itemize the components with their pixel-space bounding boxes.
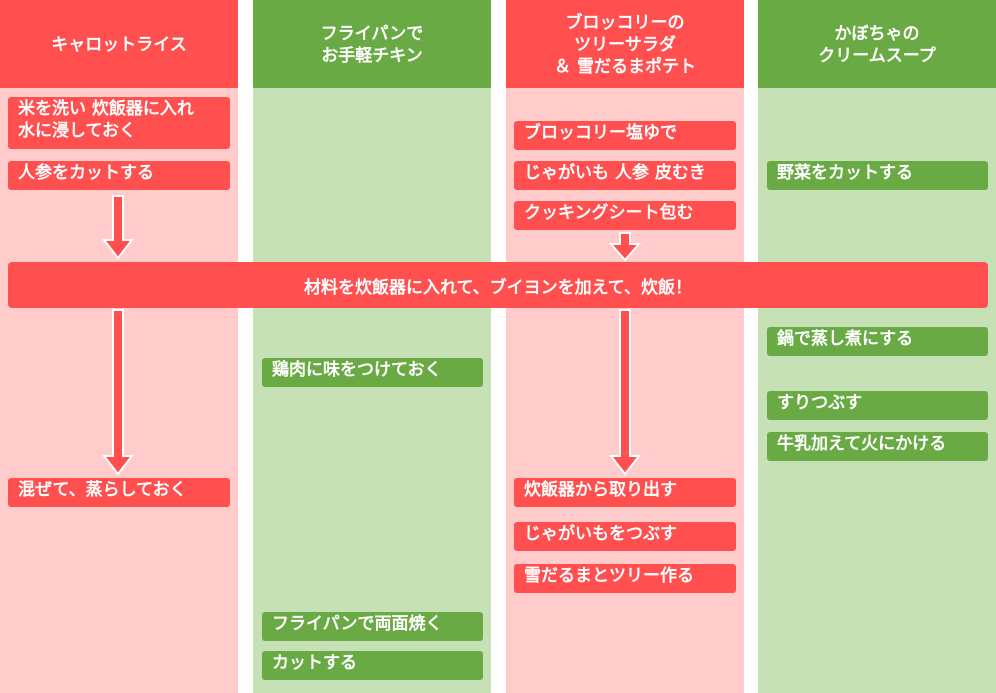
rice-cooker-banner: 材料を炊飯器に入れて、ブイヨンを加えて、炊飯！ — [8, 262, 988, 308]
column-1-down-arrow-bottom — [101, 309, 135, 476]
column-4-step-cut-vegetables: 野菜をカットする — [767, 161, 988, 190]
column-3-step-take-out: 炊飯器から取り出す — [514, 478, 736, 507]
column-3-step-peel: じゃがいも 人参 皮むき — [514, 161, 736, 190]
column-1-down-arrow-top — [101, 195, 135, 260]
column-2-step-cut: カットする — [262, 651, 483, 680]
column-3-header: ブロッコリーの ツリーサラダ ＆ 雪だるまポテト — [506, 0, 744, 88]
column-4-header: かぼちゃの クリームスープ — [758, 0, 996, 88]
column-1-step-wash-rice: 米を洗い 炊飯器に入れ 水に浸しておく — [8, 97, 230, 149]
column-2-step-season-chicken: 鶏肉に味をつけておく — [262, 358, 483, 387]
column-3-down-arrow-top — [608, 232, 642, 262]
column-4-step-braise: 鍋で蒸し煮にする — [767, 327, 988, 356]
column-3-down-arrow-bottom — [608, 309, 642, 476]
column-1-step-cut-carrot: 人参をカットする — [8, 161, 230, 190]
column-2-background — [253, 88, 491, 693]
column-1-header: キャロットライス — [0, 0, 238, 88]
column-2-step-pan-fry: フライパンで両面焼く — [262, 612, 483, 641]
column-3-step-wrap-sheet: クッキングシート包む — [514, 201, 736, 230]
column-1-step-mix-steam: 混ぜて、蒸らしておく — [8, 478, 230, 507]
column-3-step-mash-potato: じゃがいもをつぶす — [514, 522, 736, 551]
column-3-step-make-shapes: 雪だるまとツリー作る — [514, 564, 736, 593]
column-2-header: フライパンで お手軽チキン — [253, 0, 491, 88]
column-4-step-add-milk: 牛乳加えて火にかける — [767, 432, 988, 461]
column-4-step-grind: すりつぶす — [767, 391, 988, 420]
column-3-step-boil-broccoli: ブロッコリー塩ゆで — [514, 121, 736, 150]
